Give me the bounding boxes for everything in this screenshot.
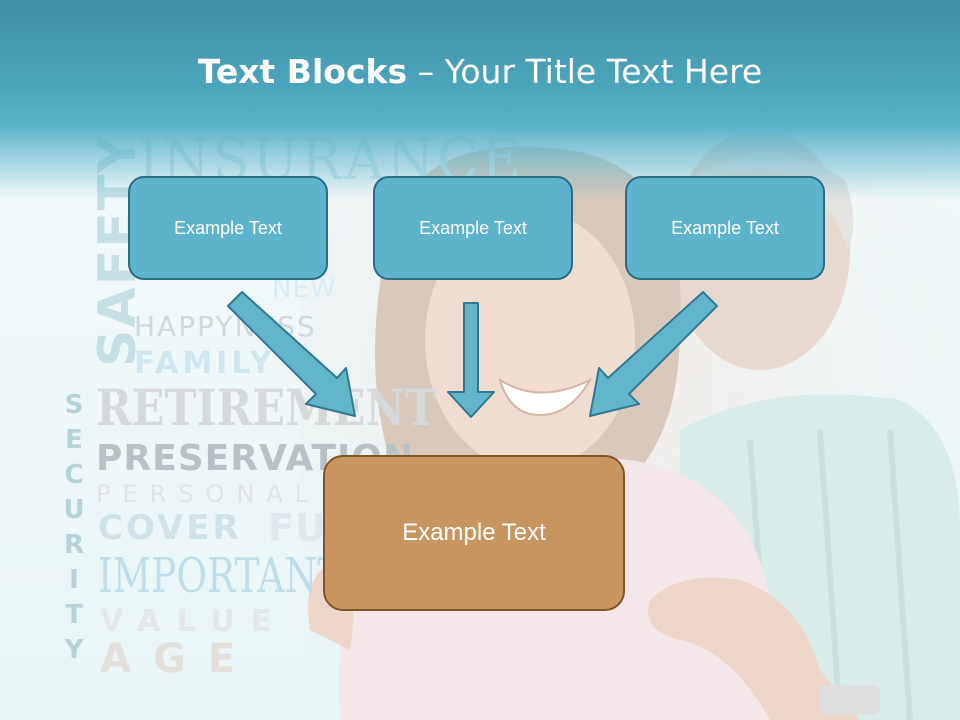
arrow-right-diagonal: [589, 291, 718, 417]
title-regular-part: Your Title Text Here: [444, 52, 763, 91]
text-block-main[interactable]: Example Text: [323, 455, 625, 611]
text-block-top-center[interactable]: Example Text: [373, 176, 573, 280]
title-dash: –: [407, 52, 445, 91]
text-block-top-right[interactable]: Example Text: [625, 176, 825, 280]
text-block-top-left[interactable]: Example Text: [128, 176, 328, 280]
header-band: [0, 0, 960, 200]
slide-title[interactable]: Text Blocks – Your Title Text Here: [0, 52, 960, 91]
arrow-left-diagonal: [227, 291, 356, 417]
title-bold-part: Text Blocks: [197, 52, 408, 91]
arrow-center-down: [447, 302, 495, 418]
